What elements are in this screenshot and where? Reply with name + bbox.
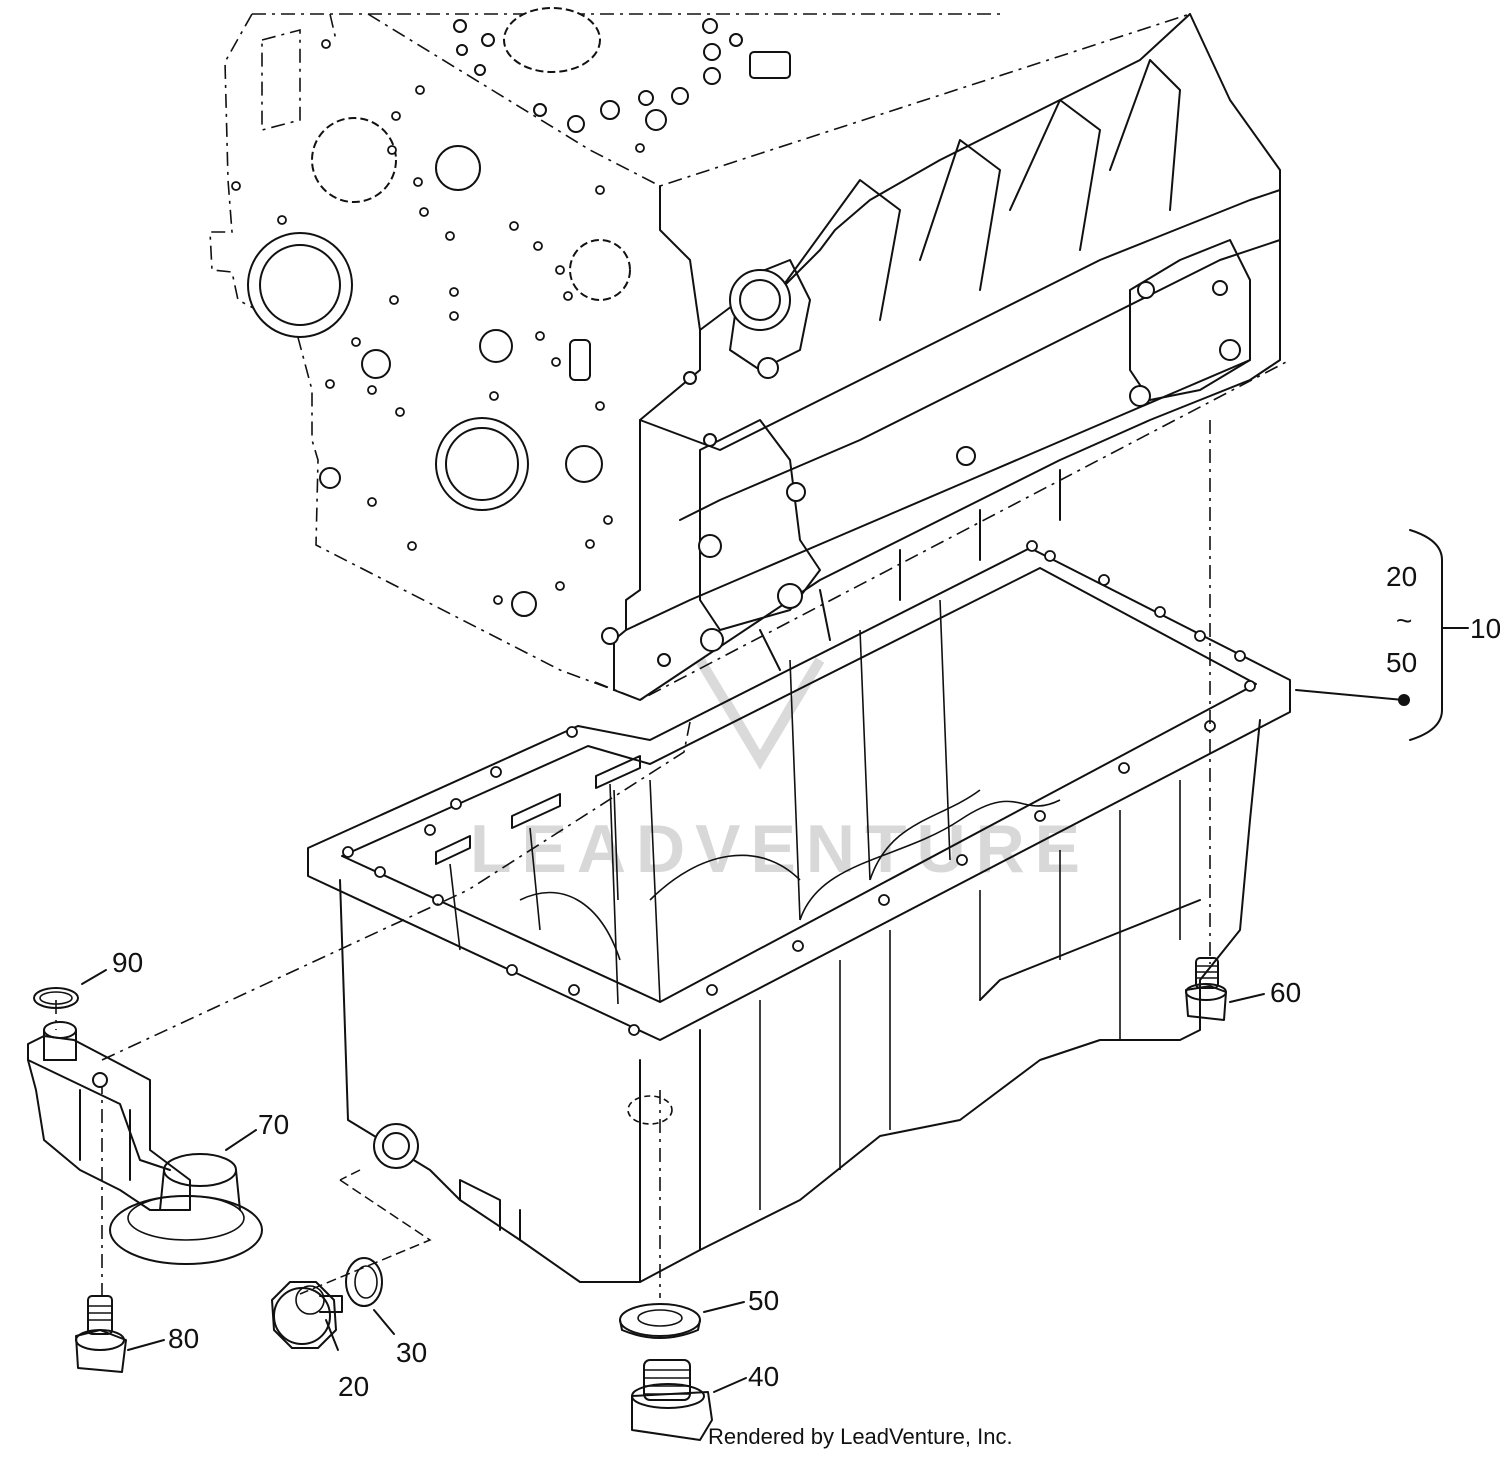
callout-range-tilde: ~	[1396, 605, 1412, 636]
callout-80: 80	[168, 1323, 199, 1354]
callout-20: 20	[338, 1371, 369, 1402]
callout-10: 10	[1470, 613, 1500, 644]
callout-60: 60	[1270, 977, 1301, 1008]
part-60-bolt	[1185, 957, 1227, 1021]
callout-labels: 10 20 ~ 50 90 70 60 80 20 30 50 40	[112, 561, 1500, 1402]
leader-lines	[81, 969, 1265, 1393]
callout-40: 40	[748, 1361, 779, 1392]
assembly-lines	[55, 420, 1211, 1300]
pan-flange-holes	[342, 540, 1256, 1036]
callout-50: 50	[748, 1285, 779, 1316]
part-70-oil-strainer	[27, 1021, 263, 1265]
part-80-bolt	[75, 1295, 127, 1373]
part-20-drain-plug	[271, 1281, 343, 1349]
part-50-washer	[619, 1303, 701, 1339]
callout-30: 30	[396, 1337, 427, 1368]
part-40-drain-plug	[631, 1359, 713, 1441]
reference-dot	[1398, 694, 1410, 706]
watermark: LEADVENTURE	[470, 657, 1080, 887]
part-90-o-ring	[33, 987, 79, 1009]
render-credit: Rendered by LeadVenture, Inc.	[708, 1424, 1013, 1449]
callout-50-range-end: 50	[1386, 647, 1417, 678]
part-30-gasket	[345, 1257, 383, 1307]
oil-pan	[307, 540, 1291, 1283]
callout-70: 70	[258, 1109, 289, 1140]
engine-block-holes	[231, 7, 1241, 667]
callout-90: 90	[112, 947, 143, 978]
callout-20-range-start: 20	[1386, 561, 1417, 592]
bracket-10	[1295, 529, 1469, 741]
